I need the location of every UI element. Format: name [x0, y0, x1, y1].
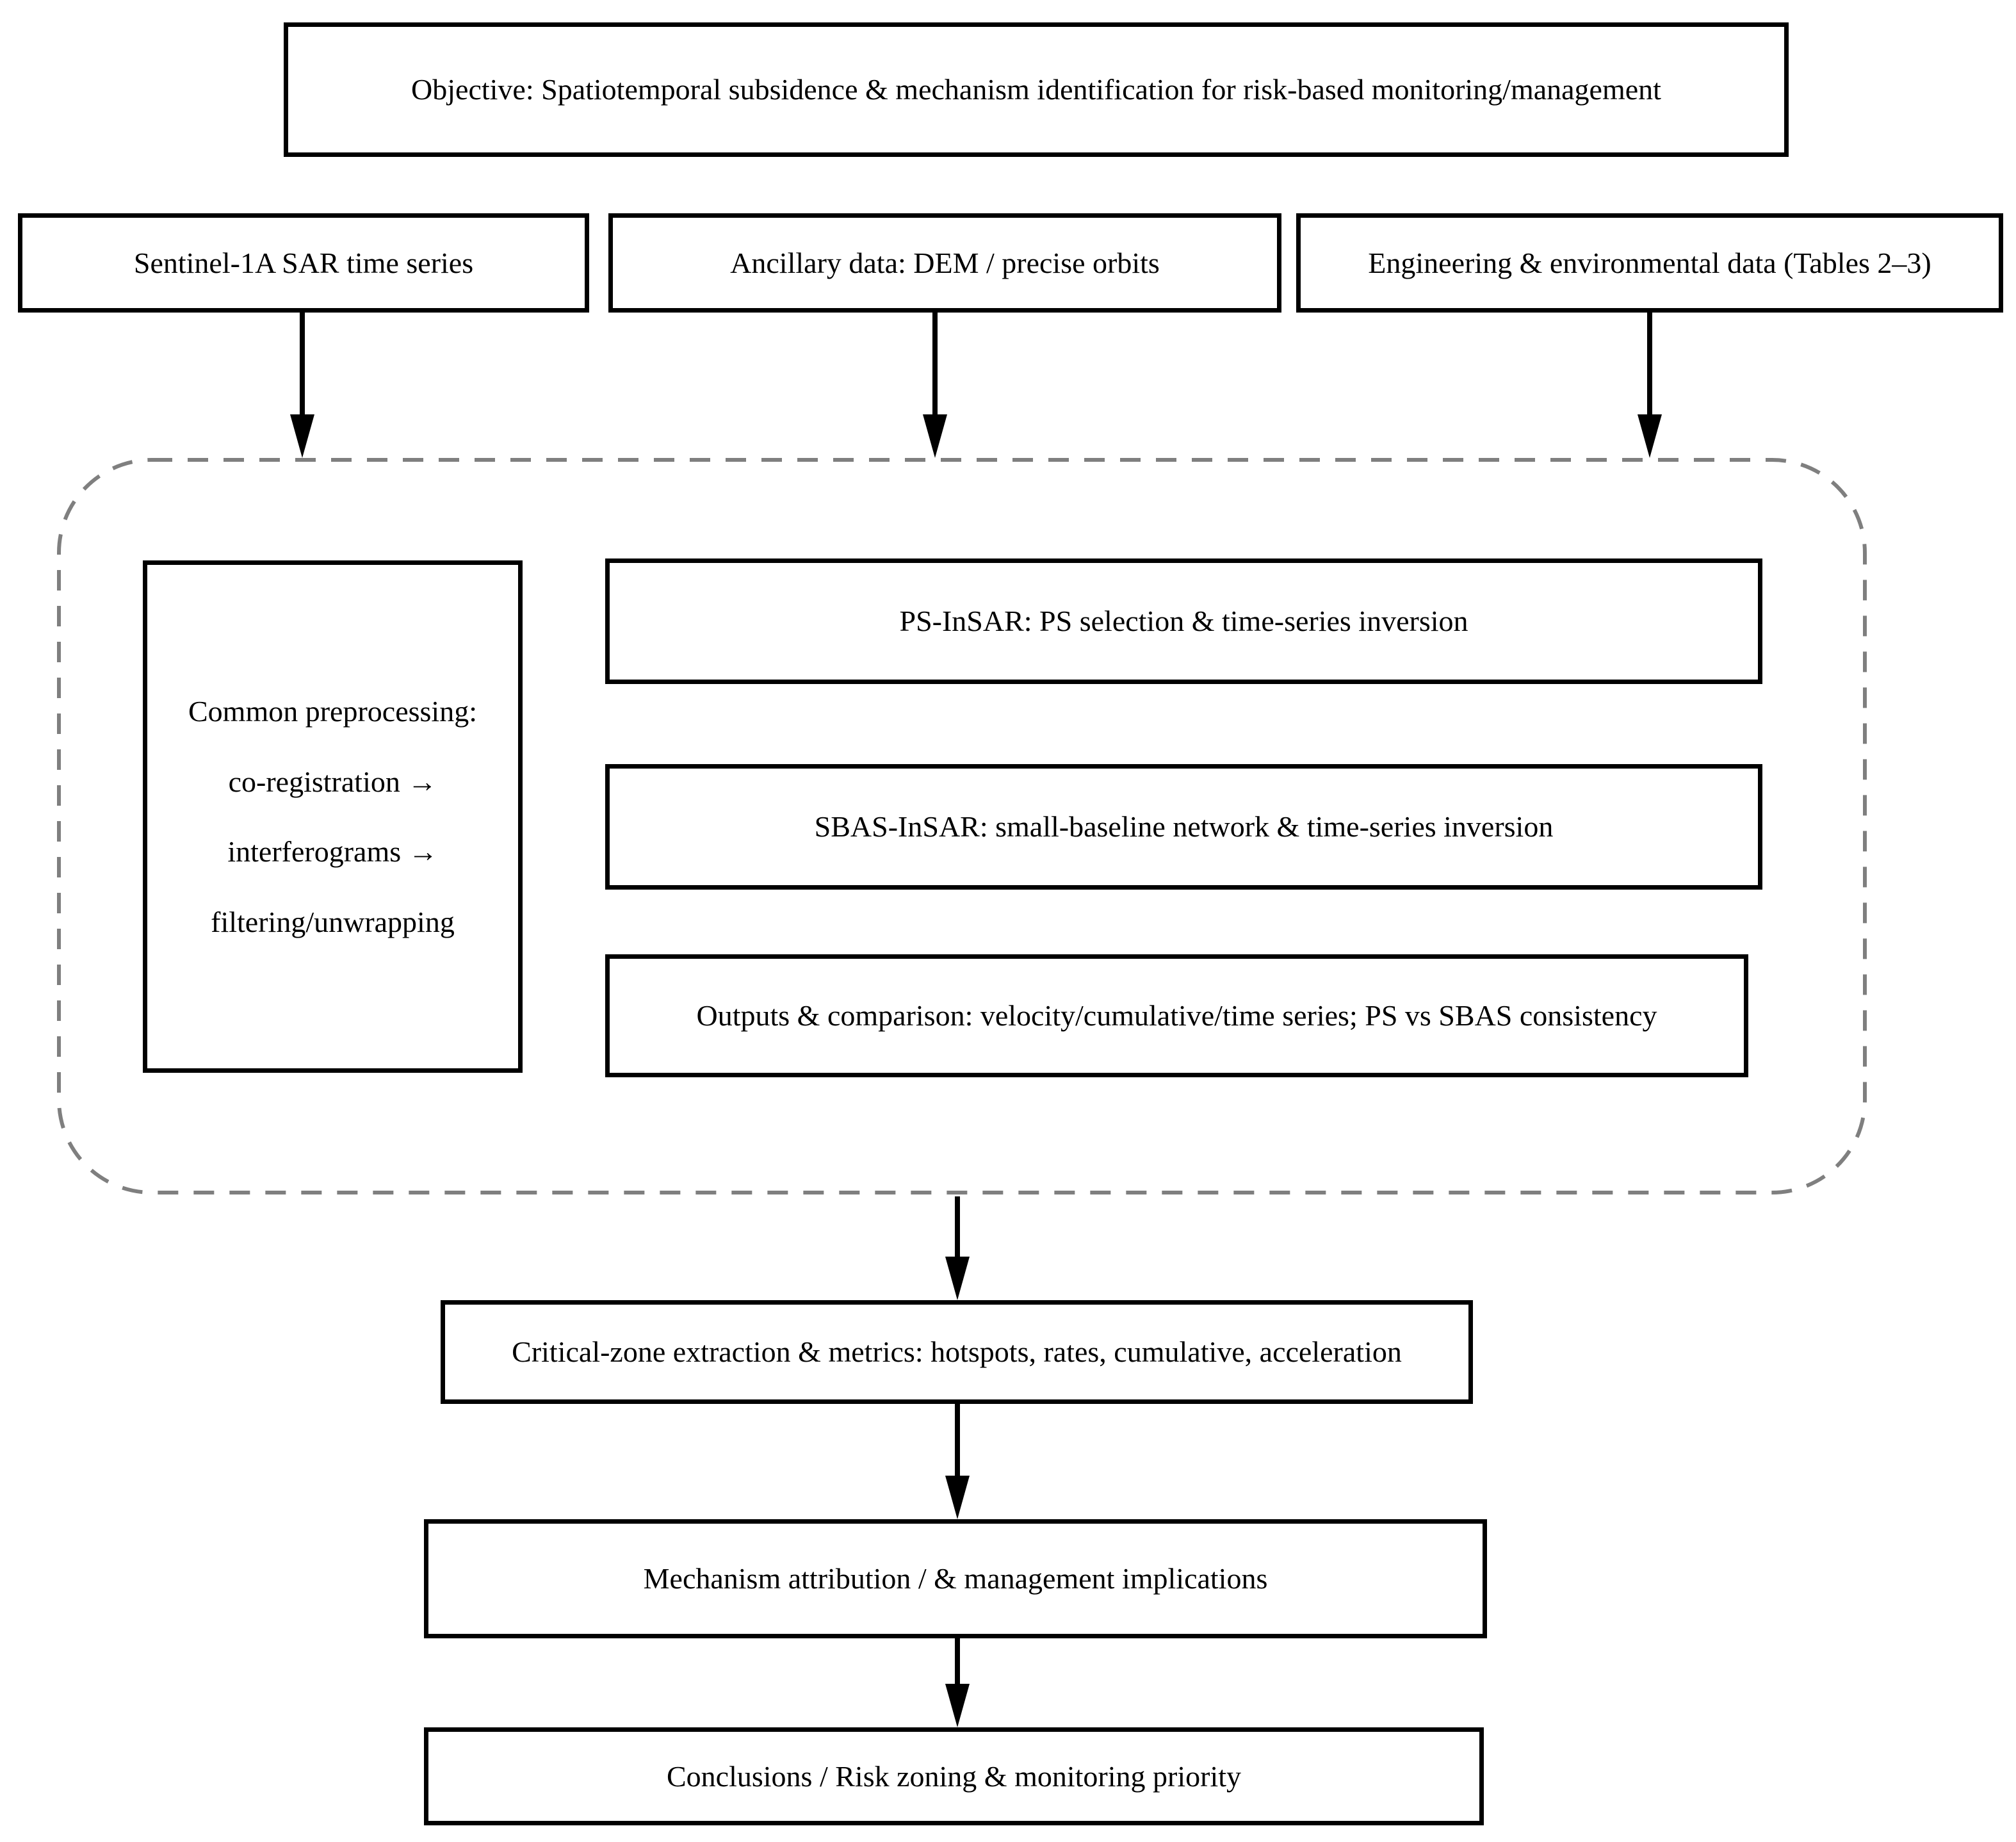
conclusions-label: Conclusions / Risk zoning & monitoring p… — [667, 1759, 1241, 1793]
outputs-comparison-label: Outputs & comparison: velocity/cumulativ… — [696, 999, 1657, 1032]
insar-processing-group — [56, 457, 1867, 1195]
preprocessing-line: Common preprocessing: — [188, 695, 477, 728]
outputs-comparison-box: Outputs & comparison: velocity/cumulativ… — [605, 954, 1748, 1077]
down-arrow-icon — [290, 414, 314, 458]
objective-box: Objective: Spatiotemporal subsidence & m… — [284, 22, 1789, 157]
critical-zone-label: Critical-zone extraction & metrics: hots… — [512, 1335, 1402, 1369]
input-ancillary-label: Ancillary data: DEM / precise orbits — [730, 246, 1160, 279]
dashed-border — [57, 458, 1867, 1194]
preprocessing-box: Common preprocessing: co-registration → … — [143, 560, 523, 1073]
input-box-engineering: Engineering & environmental data (Tables… — [1296, 213, 2003, 313]
flow-arrow-group-to-critical — [945, 1196, 970, 1300]
mechanism-box: Mechanism attribution / & management imp… — [424, 1519, 1487, 1638]
down-arrow-icon — [923, 414, 947, 458]
arrow-shaft — [955, 1638, 960, 1684]
flow-arrow-sentinel-to-group — [290, 313, 314, 458]
preprocessing-line: filtering/unwrapping — [211, 905, 455, 938]
flow-arrow-critical-to-mechanism — [945, 1404, 970, 1519]
down-arrow-icon — [945, 1476, 970, 1519]
ps-insar-label: PS-InSAR: PS selection & time-series inv… — [899, 605, 1468, 638]
arrow-shaft — [1647, 313, 1652, 414]
down-arrow-icon — [945, 1684, 970, 1727]
flow-arrow-mechanism-to-conclusions — [945, 1638, 970, 1727]
arrow-shaft — [955, 1196, 960, 1257]
sbas-insar-box: SBAS-InSAR: small-baseline network & tim… — [605, 764, 1762, 890]
objective-label: Objective: Spatiotemporal subsidence & m… — [411, 73, 1661, 106]
input-box-sentinel: Sentinel-1A SAR time series — [18, 213, 589, 313]
down-arrow-icon — [945, 1257, 970, 1300]
flow-arrow-engineering-to-group — [1638, 313, 1662, 458]
mechanism-label: Mechanism attribution / & management imp… — [643, 1562, 1268, 1595]
input-sentinel-label: Sentinel-1A SAR time series — [133, 246, 474, 279]
ps-insar-box: PS-InSAR: PS selection & time-series inv… — [605, 558, 1762, 684]
input-engineering-label: Engineering & environmental data (Tables… — [1368, 246, 1931, 279]
flow-arrow-ancillary-to-group — [923, 313, 947, 458]
critical-zone-box: Critical-zone extraction & metrics: hots… — [441, 1300, 1473, 1404]
input-box-ancillary: Ancillary data: DEM / precise orbits — [608, 213, 1281, 313]
conclusions-box: Conclusions / Risk zoning & monitoring p… — [424, 1727, 1484, 1825]
sbas-insar-label: SBAS-InSAR: small-baseline network & tim… — [814, 810, 1554, 844]
arrow-shaft — [932, 313, 938, 414]
arrow-shaft — [955, 1404, 960, 1476]
preprocessing-line: interferograms → — [227, 835, 438, 868]
preprocessing-line: co-registration → — [228, 765, 437, 798]
arrow-shaft — [300, 313, 305, 414]
down-arrow-icon — [1638, 414, 1662, 458]
